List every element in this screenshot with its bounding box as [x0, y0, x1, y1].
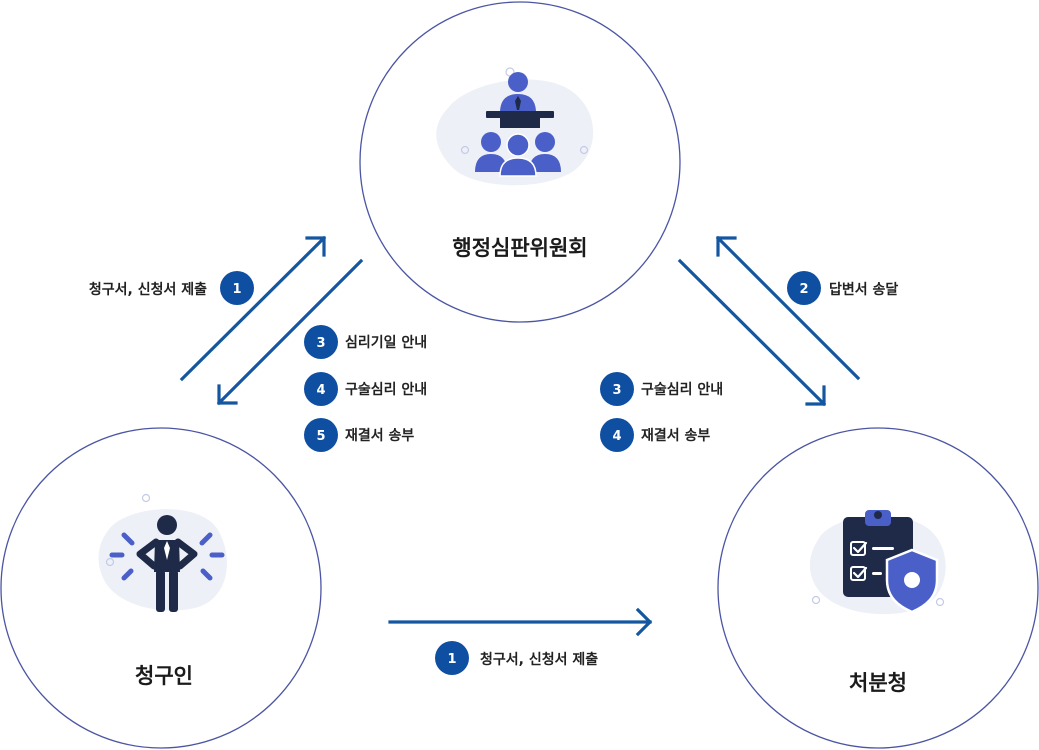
committee-title: 행정심판위원회	[452, 236, 587, 260]
step-number: 1	[232, 282, 241, 297]
meeting-presenter-icon	[436, 67, 594, 186]
clipboard-shield-icon	[809, 510, 946, 615]
step-badge	[435, 641, 469, 675]
step-badge	[220, 271, 254, 305]
step-label: 구술심리 안내	[641, 381, 723, 398]
step-badge	[600, 372, 634, 406]
step-number: 4	[612, 429, 621, 444]
step-number: 3	[316, 336, 325, 351]
step-committee-to-claimant-2: 4 구술심리 안내	[304, 372, 427, 406]
step-agency-to-committee: 2 답변서 송달	[787, 271, 898, 305]
step-badge	[304, 418, 338, 452]
step-badge	[787, 271, 821, 305]
step-label: 청구서, 신청서 제출	[89, 281, 207, 298]
step-number: 2	[799, 282, 808, 297]
step-number: 3	[612, 383, 621, 398]
step-committee-to-agency-2: 4 재결서 송부	[600, 418, 710, 452]
step-badge	[304, 325, 338, 359]
step-label: 청구서, 신청서 제출	[480, 651, 598, 668]
step-committee-to-claimant-1: 3 심리기일 안내	[304, 325, 427, 359]
arrow-claimant-to-committee	[179, 235, 327, 382]
step-badge	[304, 372, 338, 406]
arrow-agency-to-committee	[715, 235, 861, 381]
step-claimant-to-committee: 청구서, 신청서 제출 1	[89, 271, 254, 305]
arrow-committee-to-agency	[677, 258, 827, 407]
step-badge	[600, 418, 634, 452]
step-committee-to-agency-1: 3 구술심리 안내	[600, 372, 723, 406]
step-number: 5	[316, 429, 325, 444]
step-committee-to-claimant-3: 5 재결서 송부	[304, 418, 414, 452]
step-number: 1	[447, 652, 456, 667]
claimant-title: 청구인	[135, 664, 193, 688]
step-label: 재결서 송부	[345, 427, 414, 444]
step-label: 심리기일 안내	[345, 334, 427, 351]
step-label: 재결서 송부	[641, 427, 710, 444]
confused-person-icon	[98, 493, 227, 612]
step-claimant-to-agency: 1 청구서, 신청서 제출	[435, 641, 598, 675]
step-label: 답변서 송달	[829, 281, 898, 298]
step-number: 4	[316, 383, 325, 398]
arrow-committee-to-claimant	[216, 258, 364, 406]
agency-title: 처분청	[849, 671, 907, 695]
step-label: 구술심리 안내	[345, 381, 427, 398]
arrow-claimant-to-agency	[388, 607, 653, 637]
